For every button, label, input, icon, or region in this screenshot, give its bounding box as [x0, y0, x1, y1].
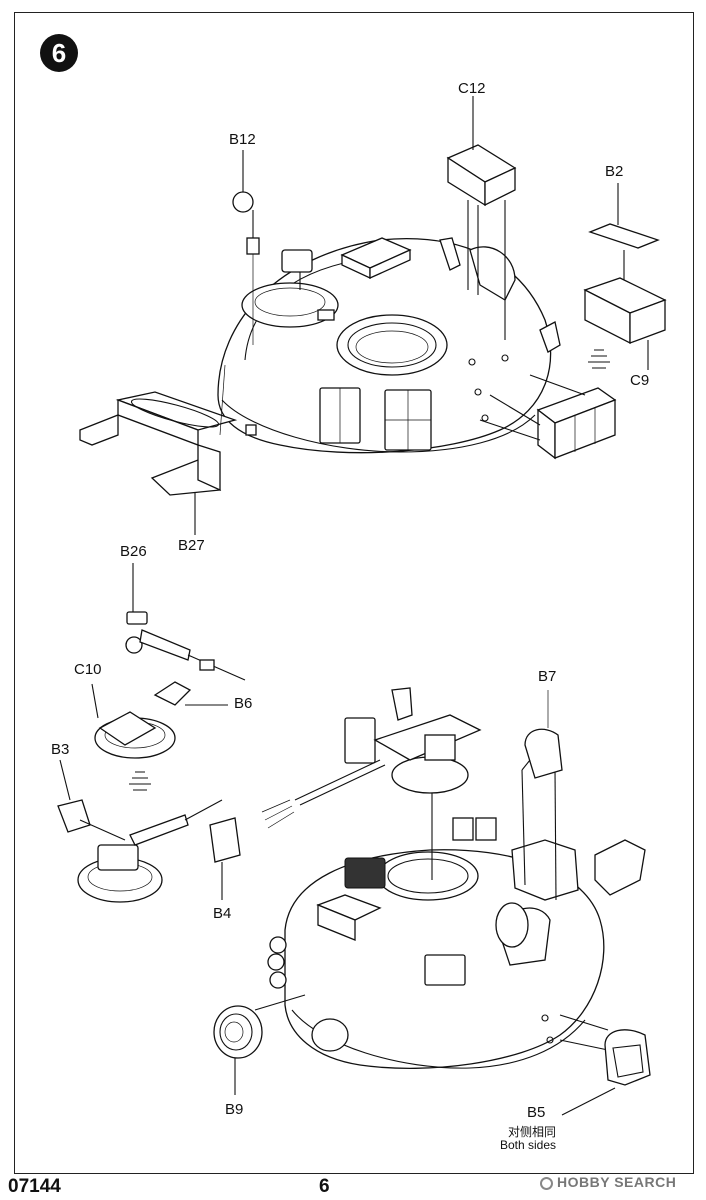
part-b7-drawing: [521, 728, 563, 779]
part-label-b12: B12: [229, 131, 256, 148]
page-frame: [14, 12, 694, 1174]
part-b9-drawing: [213, 1005, 263, 1095]
part-label-c10: C10: [74, 661, 102, 678]
part-label-b2: B2: [605, 163, 624, 180]
part-b27-drawing: [79, 364, 238, 535]
part-c12-drawing: [446, 96, 517, 340]
product-code: 07144: [8, 1176, 61, 1197]
part-label-c12: C12: [458, 80, 486, 97]
upper-turret-drawing: [217, 237, 552, 454]
part-label-b3: B3: [51, 741, 70, 758]
part-c9-drawing: [583, 277, 667, 370]
right-stowage-box-drawing: [479, 321, 617, 460]
part-b12-drawing: [232, 150, 260, 345]
commander-mg-lower-drawing: [294, 687, 482, 806]
watermark: HOBBY SEARCH: [540, 1174, 676, 1190]
part-label-b9: B9: [225, 1101, 244, 1118]
watermark-logo-icon: [540, 1177, 553, 1190]
part-label-c9: C9: [630, 372, 650, 389]
part-label-b7: B7: [538, 668, 557, 685]
part-label-b6: B6: [234, 695, 253, 712]
page-number: 6: [319, 1176, 330, 1197]
part-b5-drawing: [561, 1029, 651, 1116]
b5-note-chinese: 对侧相同: [508, 1125, 557, 1139]
part-label-b27: B27: [178, 537, 205, 554]
dotted-arrow-icon: [261, 799, 295, 829]
subassembly-mg-lower-drawing: [57, 759, 241, 903]
part-label-b5: B5: [527, 1104, 546, 1121]
step-number-badge: 6: [40, 34, 78, 72]
part-label-b4: B4: [213, 905, 232, 922]
lower-turret-drawing: [254, 690, 646, 1069]
b5-note-english: Both sides: [500, 1138, 557, 1152]
subassembly-mg-upper-drawing: [91, 563, 246, 791]
part-label-b26: B26: [120, 543, 147, 560]
